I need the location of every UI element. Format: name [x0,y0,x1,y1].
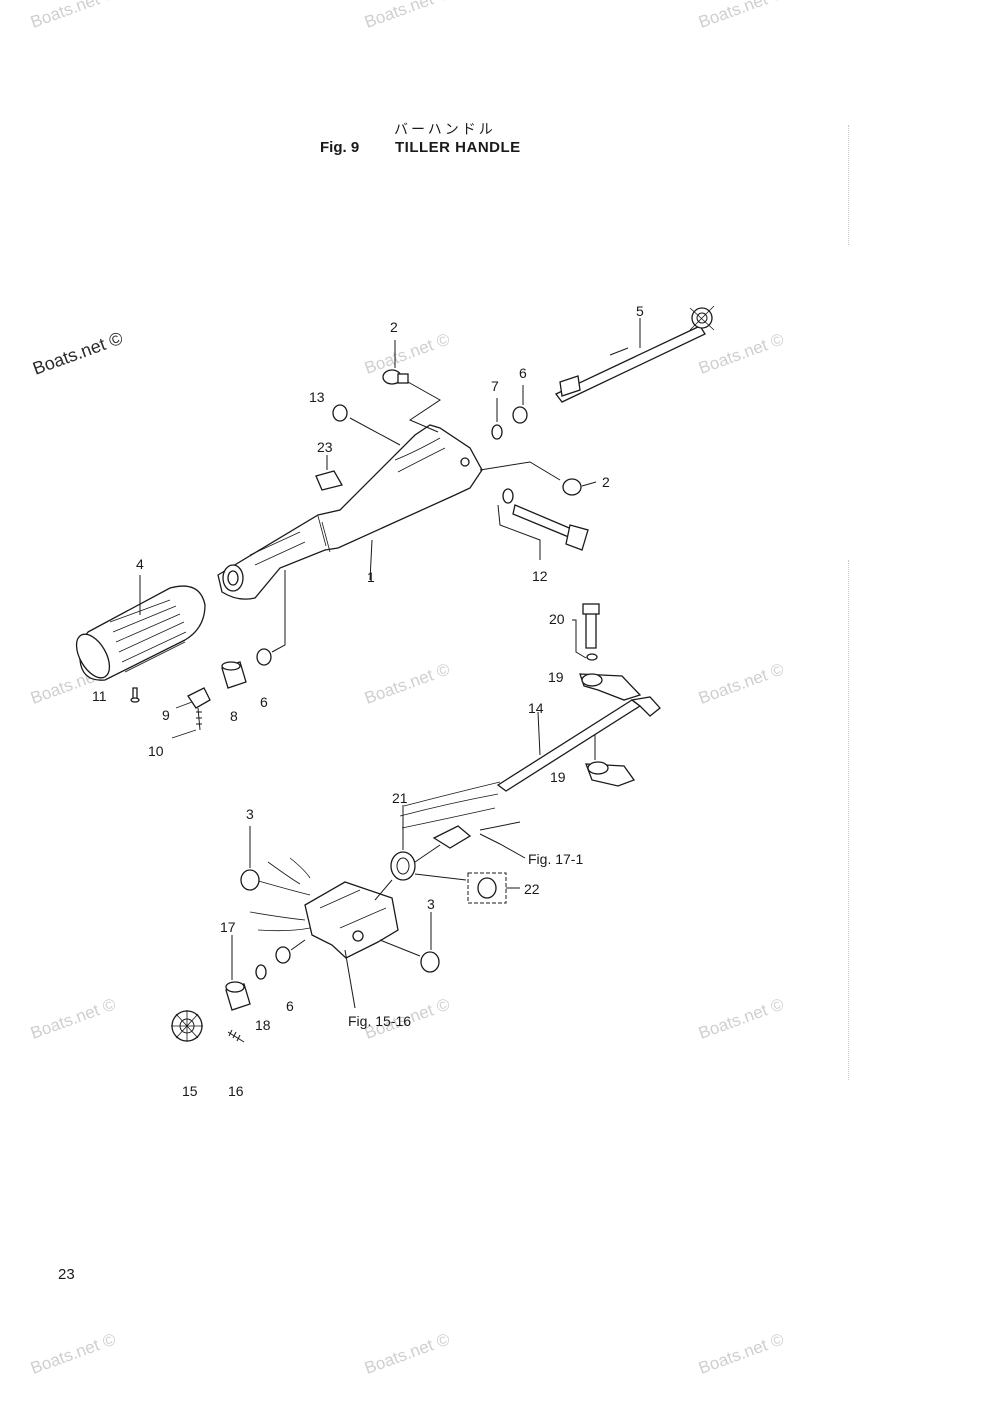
bracket-part-19-bottom [585,735,636,787]
grip-part-4 [75,575,206,681]
washer-part-7 [491,398,503,440]
callout-6: 6 [286,998,294,1014]
bolt-part-12 [497,488,589,560]
bolt-part-2-right [479,461,597,496]
collar-part-8 [221,661,247,689]
bushing-part-6-lower [275,939,306,964]
callout-20: 20 [549,611,565,627]
callout-19: 19 [550,769,566,785]
spring-part-10 [171,707,202,739]
figure-title: TILLER HANDLE [395,139,521,156]
title-japanese: バーハンドル [394,121,496,137]
reference-fig-15-16: Fig. 15-16 [348,1013,411,1029]
callout-3: 3 [246,806,254,822]
reference-fig-17-1: Fig. 17-1 [528,851,583,867]
callout-2: 2 [390,319,398,335]
callout-9: 9 [162,707,170,723]
callout-21: 21 [392,790,408,806]
scan-margin-marks [848,560,850,1080]
clip-part-22 [467,872,520,904]
callout-23: 23 [317,439,333,455]
screw-part-11 [130,687,140,703]
bolt-part-20 [572,603,600,661]
callout-1: 1 [367,569,375,585]
bracket-part-19-top [579,673,642,701]
callout-2: 2 [602,474,610,490]
plate-part-23 [315,455,343,491]
callout-3: 3 [427,896,435,912]
callout-6: 6 [519,365,527,381]
callout-17: 17 [220,919,236,935]
callout-16: 16 [228,1083,244,1099]
spring-part-16 [227,1029,245,1043]
bushing-part-3-left [240,826,260,891]
grommet-part-21 [390,805,467,881]
throttle-shaft-part-5 [555,305,715,403]
collar-part-17 [225,935,251,1011]
washer-part-18 [255,964,267,980]
shift-bracket [249,857,421,1009]
scan-margin-marks [848,125,850,245]
callout-22: 22 [524,881,540,897]
callout-12: 12 [532,568,548,584]
bushing-part-3-right [420,912,440,973]
bushing-part-6-top [512,385,528,424]
callout-15: 15 [182,1083,198,1099]
callout-18: 18 [255,1017,271,1033]
callout-4: 4 [136,556,144,572]
clamp-part-9 [175,687,211,709]
callout-6: 6 [260,694,268,710]
cable-lines [399,781,526,859]
figure-number: Fig. 9 [320,139,360,156]
callout-10: 10 [148,743,164,759]
callout-19: 19 [548,669,564,685]
page-number: 23 [58,1266,75,1283]
callout-14: 14 [528,700,544,716]
nut-part-13 [332,404,401,446]
callout-13: 13 [309,389,325,405]
bushing-part-6-mid [256,570,286,666]
bolt-part-2-top [382,340,441,433]
callout-7: 7 [491,378,499,394]
tiller-arm [217,424,483,600]
knob-part-15 [171,1010,203,1042]
rod-part-14 [496,696,661,792]
callout-8: 8 [230,708,238,724]
callout-11: 11 [92,688,107,704]
callout-5: 5 [636,303,644,319]
